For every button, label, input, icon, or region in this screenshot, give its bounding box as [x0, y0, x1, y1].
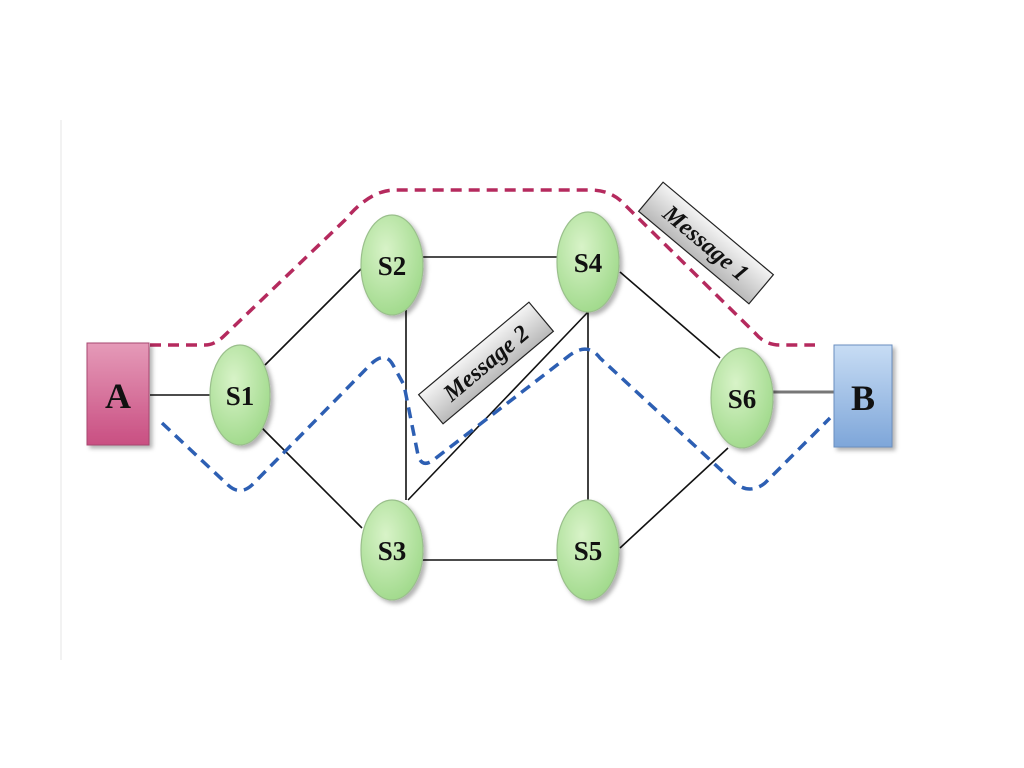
switch-s2-label: S2 [378, 251, 407, 281]
message-2-path [160, 347, 832, 493]
link-s3-s4 [407, 311, 589, 501]
message-2-box: Message 2 [417, 301, 555, 425]
link-s1-s2 [264, 267, 363, 366]
switch-s5: S5 [556, 499, 620, 601]
terminal-b-label: B [851, 378, 875, 418]
link-s5-s6 [619, 447, 729, 549]
switch-s3: S3 [360, 499, 424, 601]
switch-s4-label: S4 [574, 248, 603, 278]
terminal-a: A [86, 342, 150, 446]
terminal-a-label: A [105, 376, 131, 416]
switch-s4: S4 [556, 211, 620, 313]
switch-s5-label: S5 [574, 536, 603, 566]
switch-s1: S1 [209, 344, 271, 446]
switch-s6: S6 [710, 347, 774, 449]
switch-s3-label: S3 [378, 536, 407, 566]
message-1-label: Message 1 [657, 200, 754, 287]
terminal-b: B [833, 344, 893, 448]
link-s1-s3 [261, 427, 363, 529]
switch-s1-label: S1 [226, 381, 255, 411]
switch-s6-label: S6 [728, 384, 757, 414]
switch-s2: S2 [360, 214, 424, 316]
links [150, 256, 836, 561]
message-2-label: Message 2 [438, 321, 535, 408]
message-1-path [150, 188, 815, 347]
link-s4-s6 [619, 271, 721, 359]
